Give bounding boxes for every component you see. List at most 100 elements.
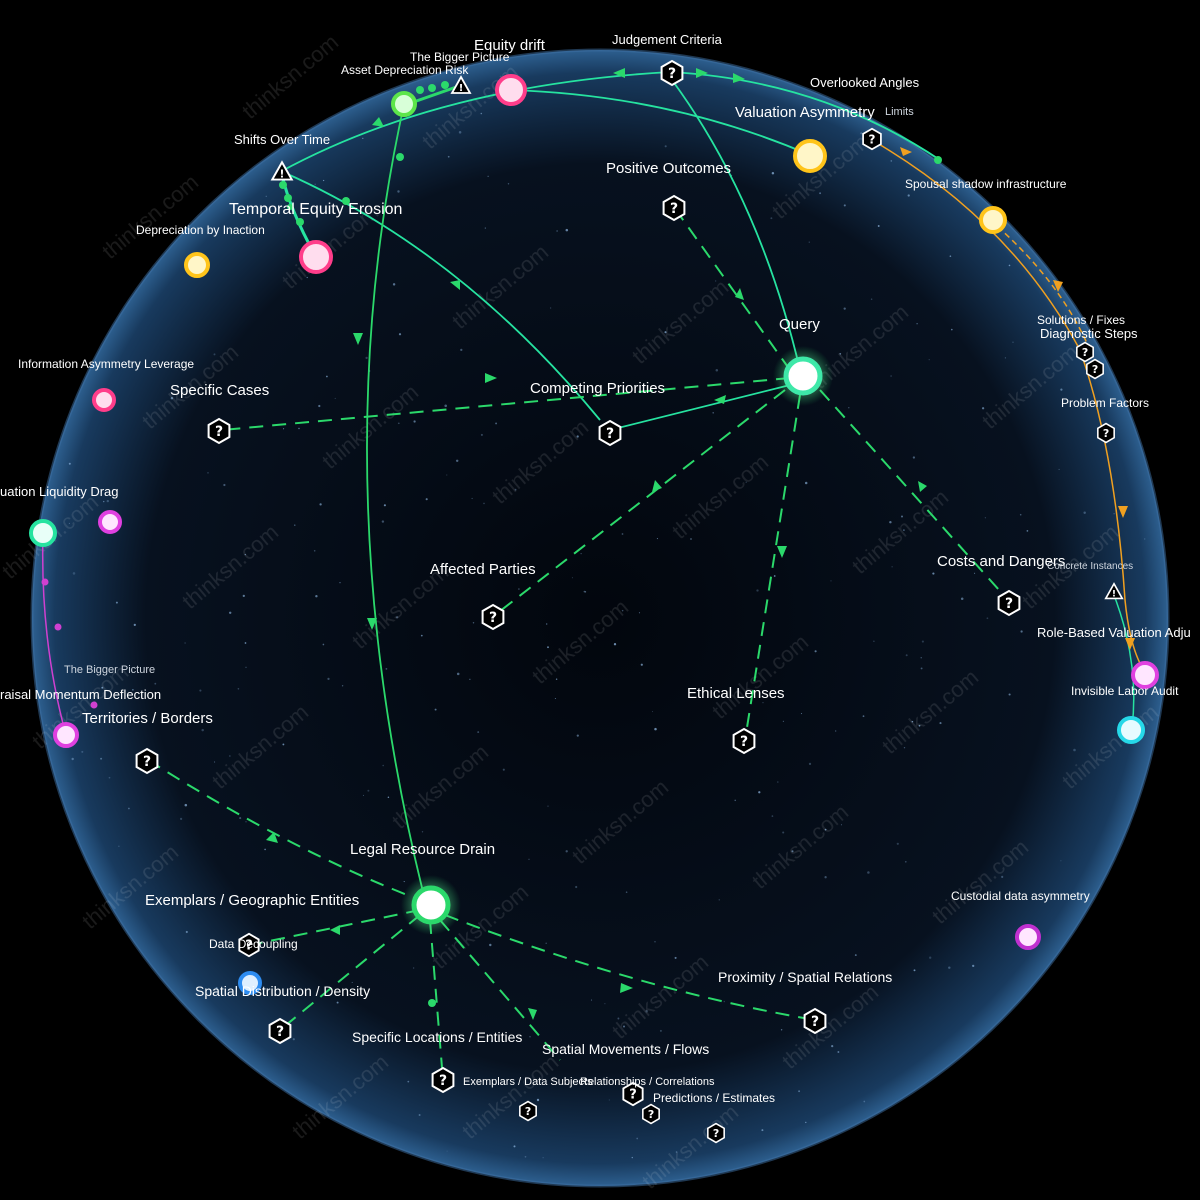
star-dot xyxy=(420,634,423,637)
node-depreciation-inaction[interactable] xyxy=(184,252,210,278)
star-dot xyxy=(1083,511,1086,515)
star-dot xyxy=(804,481,808,485)
star-dot xyxy=(907,194,910,197)
query-node[interactable] xyxy=(783,356,823,396)
star-dot xyxy=(656,538,658,540)
star-dot xyxy=(916,323,918,325)
node-valuation-asymmetry[interactable] xyxy=(793,139,827,173)
node-invisible-labor[interactable] xyxy=(1117,716,1145,744)
node-custodial-data[interactable] xyxy=(1015,924,1041,950)
star-dot xyxy=(314,183,316,185)
label-shifts-over-time: Shifts Over Time xyxy=(234,132,330,147)
question-node-icon[interactable] xyxy=(1097,422,1115,444)
star-dot xyxy=(555,678,558,680)
question-node-icon[interactable] xyxy=(1086,358,1104,380)
star-dot xyxy=(395,616,399,619)
star-dot xyxy=(81,750,84,753)
star-dot xyxy=(798,1090,801,1093)
question-node-icon[interactable] xyxy=(135,748,159,774)
star-dot xyxy=(413,967,415,969)
node-blue[interactable] xyxy=(238,971,262,995)
label-equity-drift: Equity drift xyxy=(474,37,546,54)
question-node-icon[interactable] xyxy=(207,418,231,444)
label-limits: Limits xyxy=(885,106,914,118)
star-dot xyxy=(565,850,568,853)
legal-node[interactable] xyxy=(411,885,451,925)
star-dot xyxy=(154,682,157,685)
star-dot xyxy=(455,459,459,463)
star-dot xyxy=(315,595,318,598)
question-node-icon[interactable] xyxy=(1076,341,1094,363)
question-node-icon[interactable] xyxy=(660,60,684,86)
question-node-icon[interactable] xyxy=(431,1067,455,1093)
star-dot xyxy=(928,359,930,361)
star-dot xyxy=(382,764,385,767)
label-invisible-labor: Invisible Labor Audit xyxy=(1071,684,1179,698)
star-dot xyxy=(824,876,827,879)
edge-legal-to-locations xyxy=(429,919,444,1081)
star-dot xyxy=(771,171,775,175)
question-node-icon[interactable] xyxy=(642,1103,660,1125)
star-dot xyxy=(860,132,863,135)
node-appraisal-momentum[interactable] xyxy=(53,722,79,748)
star-dot xyxy=(487,175,489,177)
insight-nodes xyxy=(29,74,1159,995)
question-node-icon[interactable] xyxy=(519,1100,537,1122)
label-solutions-fixes: Solutions / Fixes xyxy=(1037,313,1125,327)
node-temporal-equity[interactable] xyxy=(299,240,333,274)
star-dot xyxy=(862,715,865,718)
star-dot xyxy=(179,817,183,821)
node-magenta-small[interactable] xyxy=(98,510,122,534)
star-dot xyxy=(891,566,893,568)
edge-dot xyxy=(428,999,436,1007)
question-node-icon[interactable] xyxy=(662,195,686,221)
label-custodial-data: Custodial data asymmetry xyxy=(951,889,1090,903)
node-equity-drift[interactable] xyxy=(495,74,527,106)
star-dot xyxy=(918,724,921,727)
star-dot xyxy=(351,981,353,983)
question-node-icon[interactable] xyxy=(997,590,1021,616)
star-dot xyxy=(118,845,120,847)
star-dot xyxy=(762,701,764,704)
star-dot xyxy=(819,192,822,195)
star-dot xyxy=(621,533,624,535)
star-dot xyxy=(715,369,719,372)
question-node-icon[interactable] xyxy=(803,1008,827,1034)
star-dot xyxy=(782,720,785,723)
node-liquidity-drag[interactable] xyxy=(29,519,57,547)
star-dot xyxy=(913,969,916,972)
star-dot xyxy=(830,580,832,582)
star-dot xyxy=(921,640,924,643)
star-dot xyxy=(659,1029,662,1032)
star-dot xyxy=(771,815,774,817)
sphere-background xyxy=(32,50,1168,1186)
dashed-edges xyxy=(147,209,1009,1081)
star-dot xyxy=(1008,264,1011,267)
question-node-icon[interactable] xyxy=(862,127,882,151)
star-dot xyxy=(392,283,396,286)
star-dot xyxy=(536,1098,540,1102)
star-dot xyxy=(843,307,846,310)
node-role-based[interactable] xyxy=(1131,661,1159,689)
node-spousal-shadow[interactable] xyxy=(979,206,1007,234)
star-dot xyxy=(1012,341,1014,343)
star-dot xyxy=(974,572,976,574)
star-dot xyxy=(282,743,285,746)
star-dot xyxy=(900,515,904,518)
node-information-asymmetry[interactable] xyxy=(92,388,116,412)
star-dot xyxy=(631,1156,633,1159)
question-node-icon[interactable] xyxy=(707,1122,725,1144)
question-node-icon[interactable] xyxy=(732,728,756,754)
question-node-icon[interactable] xyxy=(481,604,505,630)
star-dot xyxy=(777,781,779,783)
label-spousal-shadow: Spousal shadow infrastructure xyxy=(905,177,1067,191)
star-dot xyxy=(575,885,578,889)
question-node-icon[interactable] xyxy=(598,420,622,446)
star-dot xyxy=(339,582,341,584)
star-dot xyxy=(972,964,975,968)
star-dot xyxy=(322,643,325,646)
star-dot xyxy=(223,483,226,487)
question-node-icon[interactable] xyxy=(268,1018,292,1044)
node-asset-risk[interactable] xyxy=(391,91,417,117)
star-dot xyxy=(758,791,761,794)
